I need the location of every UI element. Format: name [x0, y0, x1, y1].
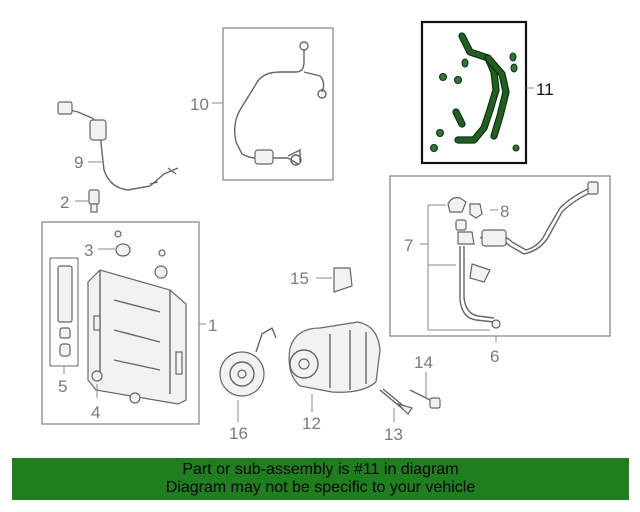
- part-15-bracket[interactable]: [333, 267, 353, 293]
- part-13-bolt[interactable]: [379, 388, 413, 415]
- part-5-receiver[interactable]: [57, 265, 73, 357]
- callout-2[interactable]: 2: [60, 193, 69, 212]
- callout-4[interactable]: 4: [91, 403, 100, 422]
- part-1-condenser[interactable]: [87, 269, 187, 405]
- callout-7[interactable]: 7: [404, 236, 413, 255]
- part-16-clutch[interactable]: [219, 326, 277, 397]
- part-11-suction-hose[interactable]: [430, 32, 520, 152]
- group-frame-10: [222, 27, 334, 181]
- callout-9[interactable]: 9: [74, 153, 83, 172]
- callout-1[interactable]: 1: [208, 316, 217, 335]
- part-14-bolt[interactable]: [409, 389, 441, 409]
- part-3-bushing[interactable]: [114, 230, 168, 279]
- part-9-harness[interactable]: [57, 101, 179, 191]
- group-frame-11[interactable]: [420, 20, 528, 165]
- fitment-banner: Part or sub-assembly is #11 in diagram D…: [12, 458, 629, 500]
- leader-lines: [63, 87, 534, 422]
- callout-14[interactable]: 14: [414, 353, 433, 372]
- part-6-tube[interactable]: [459, 181, 599, 329]
- callout-5[interactable]: 5: [58, 377, 67, 396]
- part-4-bracket[interactable]: [91, 370, 141, 404]
- callout-3[interactable]: 3: [84, 241, 93, 260]
- group-frame-6: [389, 175, 611, 337]
- callout-16[interactable]: 16: [229, 424, 248, 443]
- banner-line-2: Diagram may not be specific to your vehi…: [165, 479, 476, 496]
- callout-13[interactable]: 13: [384, 425, 403, 444]
- part-10-hose[interactable]: [233, 41, 327, 166]
- banner-line-1: Part or sub-assembly is #11 in diagram: [182, 461, 459, 478]
- callout-12[interactable]: 12: [302, 414, 321, 433]
- part-12-compressor[interactable]: [288, 321, 381, 393]
- part-7-oring[interactable]: [447, 197, 475, 245]
- group-frame-1: [41, 221, 200, 425]
- callout-8[interactable]: 8: [500, 202, 509, 221]
- callout-11[interactable]: 11: [536, 80, 554, 99]
- callout-15[interactable]: 15: [290, 269, 309, 288]
- callout-6[interactable]: 6: [490, 347, 499, 366]
- callout-10[interactable]: 10: [190, 95, 209, 114]
- part-8-valve[interactable]: [469, 203, 483, 219]
- part-2-pressure-switch[interactable]: [88, 189, 100, 213]
